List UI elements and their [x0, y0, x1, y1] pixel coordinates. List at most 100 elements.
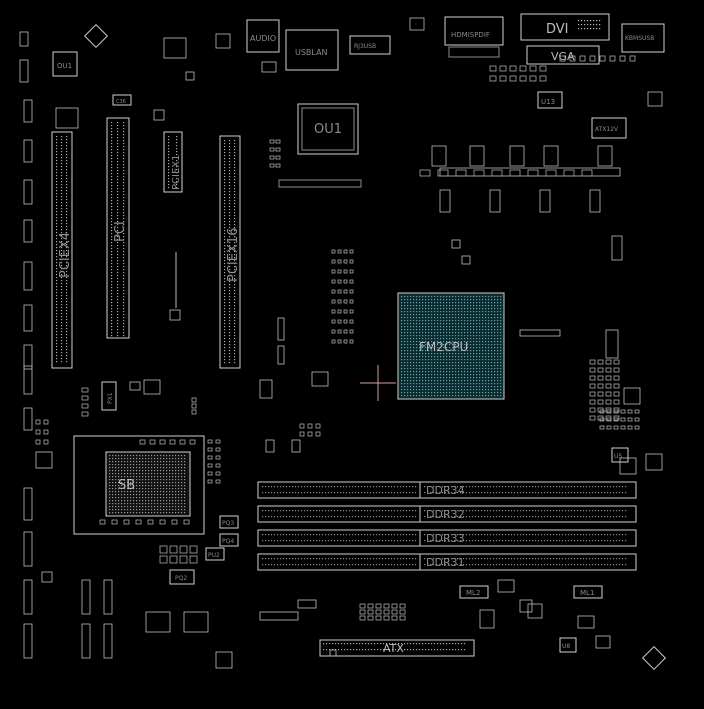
cpu-pin — [476, 374, 478, 376]
ddr-pin — [292, 564, 294, 566]
ddr-pin — [292, 492, 294, 494]
passive-component — [563, 169, 575, 177]
cpu-pin — [482, 323, 484, 325]
ddr-pin — [331, 516, 333, 518]
ddr-pin — [295, 558, 297, 560]
component — [259, 379, 273, 399]
ddr-pin — [391, 486, 393, 488]
cpu-pin — [419, 314, 421, 316]
cpu-pin — [428, 365, 430, 367]
cpu-pin — [494, 314, 496, 316]
slot-pin — [229, 164, 231, 166]
sb-ball — [133, 494, 135, 496]
slot-pin — [117, 131, 119, 133]
slot-pin — [229, 194, 231, 196]
passive-component — [343, 289, 348, 294]
slot-pin — [111, 326, 113, 328]
component — [277, 317, 285, 341]
cpu-pin — [500, 344, 502, 346]
ddr-pin — [304, 534, 306, 536]
cpu-pin — [434, 314, 436, 316]
ddr-pin — [337, 558, 339, 560]
sb-ball — [172, 461, 174, 463]
slot-pin — [234, 203, 236, 205]
sb-ball — [118, 488, 120, 490]
ddr-pin — [550, 540, 552, 542]
cpu-pin — [482, 308, 484, 310]
cpu-pin — [416, 350, 418, 352]
cpu-pin — [446, 341, 448, 343]
sb-ball — [169, 479, 171, 481]
sb-ball — [127, 482, 129, 484]
ddr-pin — [601, 486, 603, 488]
cpu-pin — [476, 353, 478, 355]
slot-pin — [56, 220, 58, 222]
slot-pin — [224, 344, 226, 346]
slot-pin — [117, 224, 119, 226]
cpu-pin — [458, 392, 460, 394]
cpu-pin — [437, 380, 439, 382]
slot-pin — [168, 136, 170, 138]
slot-pin — [61, 271, 63, 273]
slot-pin — [117, 290, 119, 292]
passive-component — [605, 375, 612, 381]
cpu-pin — [434, 353, 436, 355]
passive-component — [337, 319, 342, 324]
sb-ball — [109, 512, 111, 514]
slot-pin — [234, 353, 236, 355]
cpu-pin — [488, 320, 490, 322]
cpu-pin — [446, 377, 448, 379]
cpu-pin — [479, 374, 481, 376]
passive-component — [179, 555, 188, 564]
ddr-pin — [454, 492, 456, 494]
cpu-pin — [458, 335, 460, 337]
cpu-pin — [452, 323, 454, 325]
passive-component — [275, 155, 281, 160]
slot-pin — [56, 259, 58, 261]
component — [611, 235, 623, 261]
cpu-pin — [422, 359, 424, 361]
slot-pin — [229, 293, 231, 295]
slot-pin — [117, 206, 119, 208]
ddr-pin — [355, 540, 357, 542]
slot-pin — [56, 184, 58, 186]
sb-ball — [124, 494, 126, 496]
ddr-pin — [598, 516, 600, 518]
dvi-pin — [596, 28, 598, 30]
slot-pin — [168, 181, 170, 183]
slot-pin — [168, 145, 170, 147]
passive-component — [399, 609, 406, 615]
sb-ball — [154, 488, 156, 490]
ddr-pin — [385, 492, 387, 494]
sb-ball — [181, 494, 183, 496]
slot-pin — [61, 175, 63, 177]
sb-ball — [118, 506, 120, 508]
passive-component — [605, 359, 612, 365]
ddr-pin — [262, 486, 264, 488]
slot-pin — [66, 274, 68, 276]
cpu-pin — [401, 356, 403, 358]
slot-pin — [117, 260, 119, 262]
slot-pin — [56, 226, 58, 228]
slot-pin — [56, 271, 58, 273]
sb-ball — [169, 488, 171, 490]
sb-ball — [178, 503, 180, 505]
ddr-pin — [475, 540, 477, 542]
sb-ball — [121, 485, 123, 487]
ddr-pin — [397, 486, 399, 488]
sb-ball — [121, 506, 123, 508]
slot-pin — [234, 293, 236, 295]
ddr-pin — [391, 492, 393, 494]
ddr-pin — [601, 558, 603, 560]
ddr-pin — [379, 492, 381, 494]
sb-ball — [169, 476, 171, 478]
atx-pin — [386, 649, 388, 651]
cpu-pin — [461, 338, 463, 340]
cpu-pin — [461, 326, 463, 328]
slot-pin — [117, 296, 119, 298]
cpu-pin — [416, 392, 418, 394]
slot-pin — [56, 154, 58, 156]
ddr-pin — [313, 558, 315, 560]
slot-pin — [117, 173, 119, 175]
cpu-pin — [485, 317, 487, 319]
